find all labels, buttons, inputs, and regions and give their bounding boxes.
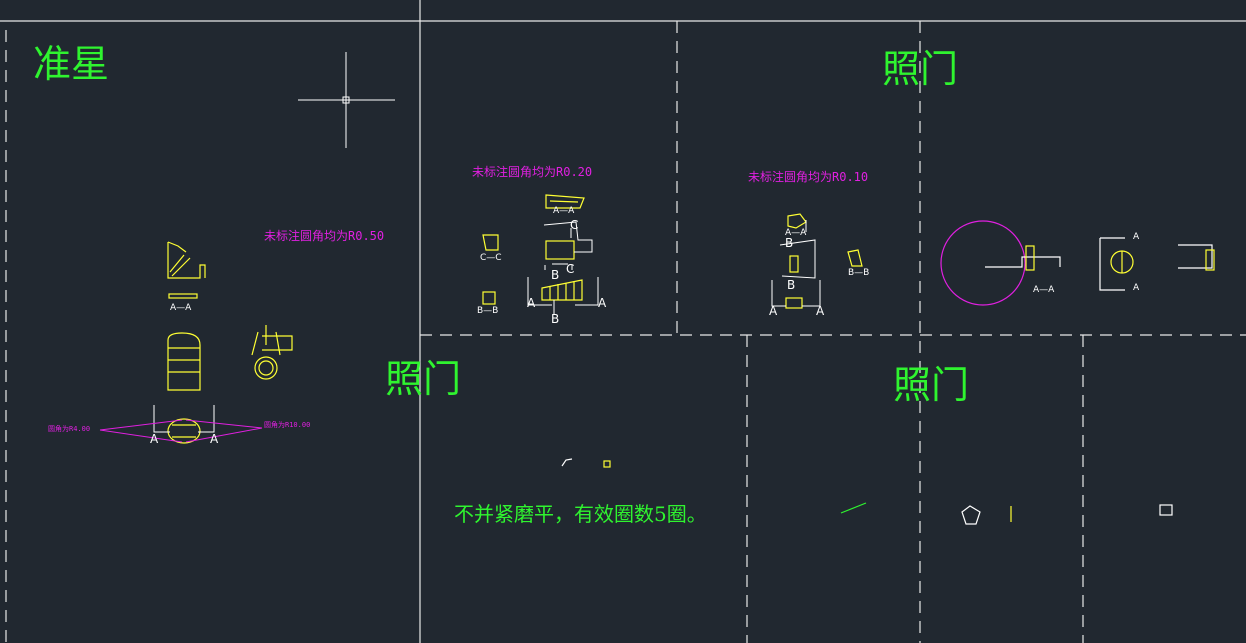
section-marker-a: A [598,296,607,310]
spring-note: 不并紧磨平，有效圈数5圈。 [454,502,707,526]
rear-sight-dimension-lines-1 [527,221,599,315]
front-sight-dimension-lines [99,405,263,443]
section-label-aa: A—A [1033,285,1055,295]
fillet-note-r050: 未标注圆角均为R0.50 [264,229,385,243]
rear-sight-detail-drawing-2[interactable] [785,213,863,309]
rear-sight-title-middle: 照门 [385,357,462,401]
front-sight-drawing[interactable] [167,241,293,444]
section-label-aa: A—A [553,206,575,216]
fillet-note-r4: 圆角为R4.00 [48,425,91,433]
section-marker-a: A [527,296,536,310]
section-marker-b: B [551,268,560,282]
section-marker-a: A [769,304,778,318]
section-label-aa: A—A [170,303,192,313]
section-label-bb: B—B [477,306,499,316]
rear-sight-detail-drawing-3[interactable] [940,220,1215,306]
front-sight-title: 准星 [33,42,110,86]
section-marker-a: A [210,432,219,446]
section-marker-a: A [150,432,159,446]
section-marker-c: C [570,218,579,232]
section-label-cc: C—C [480,253,502,263]
section-marker-a: A [1133,283,1140,293]
viewport-dashed-borders [5,21,1246,643]
lower-small-parts[interactable] [561,458,1173,525]
fillet-note-r10: 圆角为R10.00 [264,421,311,429]
section-marker-a: A [1133,232,1140,242]
section-marker-c: C [566,262,575,276]
section-marker-b: B [787,278,796,292]
rear-sight-dimension-lines-2 [771,220,821,307]
section-label-bb: B—B [848,268,870,278]
section-marker-b: B [785,236,794,250]
rear-sight-title-lower: 照门 [893,363,970,407]
fillet-note-r010: 未标注圆角均为R0.10 [748,170,869,184]
crosshair-cursor-icon [298,52,395,148]
section-marker-a: A [816,304,825,318]
rear-sight-detail-drawing-1[interactable] [482,194,585,305]
section-label-aa: A—A [785,228,807,238]
fillet-note-r020: 未标注圆角均为R0.20 [472,165,593,179]
rear-sight-title-top: 照门 [882,47,959,91]
section-marker-b: B [551,312,560,326]
